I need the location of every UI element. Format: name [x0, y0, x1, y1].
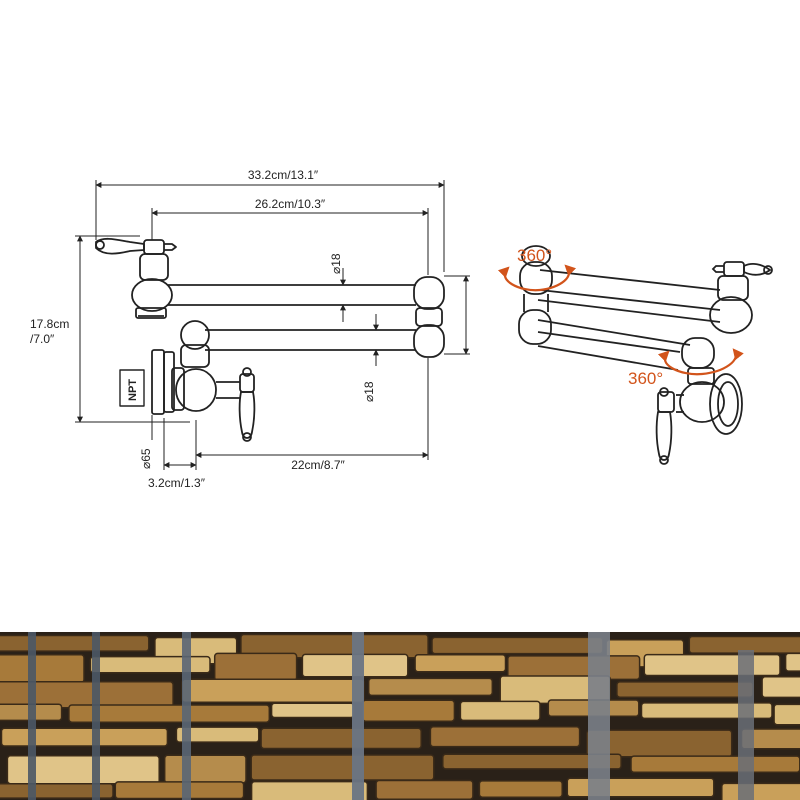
reach-label: 22cm/8.7″ — [291, 458, 345, 472]
wood-plank — [721, 782, 800, 800]
wood-plank — [0, 727, 169, 747]
top-rotation-arrow — [497, 264, 577, 292]
strap — [28, 632, 36, 800]
height-in-label: /7.0″ — [30, 332, 55, 346]
rotation-arrows — [497, 264, 744, 376]
pipe-diameter-top-label: ⌀18 — [329, 253, 343, 274]
wood-plank — [761, 676, 800, 699]
strap — [182, 632, 191, 800]
bottom-rotation-label: 360° — [628, 369, 663, 388]
wood-plank — [616, 681, 754, 698]
wood-plank — [260, 727, 422, 750]
wood-plank — [114, 781, 245, 800]
wood-plank — [181, 678, 365, 704]
strap — [92, 632, 100, 800]
height-cm-label: 17.8cm — [30, 317, 69, 331]
wood-plank — [375, 779, 474, 800]
wood-plank — [429, 725, 581, 748]
wood-plank — [213, 652, 298, 682]
flange-diameter-label: ⌀65 — [139, 448, 153, 469]
wood-plank — [270, 702, 355, 719]
wood-plank — [459, 700, 541, 722]
wood-plank — [630, 755, 800, 774]
flange-depth-label: 3.2cm/1.3″ — [148, 476, 206, 490]
wood-plank — [784, 652, 800, 672]
wall-valve — [151, 320, 256, 442]
dimension-lines — [75, 180, 470, 470]
arm-width-label: 26.2cm/10.3″ — [255, 197, 326, 211]
strap — [588, 632, 610, 800]
bottom-rotation-arrow — [657, 348, 744, 376]
wood-plank — [175, 726, 260, 743]
strap — [352, 632, 364, 800]
wood-plank — [773, 703, 800, 726]
overall-width-label: 33.2cm/13.1″ — [248, 168, 319, 182]
wood-plank — [0, 634, 150, 652]
wood-plank — [361, 699, 456, 722]
wood-plank — [414, 653, 507, 673]
wood-plank — [250, 754, 435, 781]
technical-drawing — [95, 237, 445, 442]
wood-plank — [643, 653, 781, 677]
pipe-diameter-bottom-label: ⌀18 — [362, 381, 376, 402]
elbow-joints — [413, 276, 445, 358]
strap — [738, 650, 754, 800]
wood-plank — [367, 677, 494, 697]
rotation-view — [518, 245, 773, 465]
wood-plank — [250, 780, 369, 800]
wood-stack-photo — [0, 632, 800, 800]
upper-arm-pipe — [168, 284, 416, 306]
wood-plank — [0, 653, 85, 684]
wood-plank — [68, 704, 271, 723]
spout-head — [95, 237, 177, 319]
lower-arm-pipe — [205, 329, 416, 351]
npt-label: NPT — [127, 379, 139, 401]
npt-box — [119, 369, 145, 407]
wood-plank — [163, 754, 247, 784]
top-rotation-label: 360° — [517, 246, 552, 265]
wood-plank — [89, 655, 211, 674]
wood-plank — [478, 780, 563, 798]
wood-plank — [442, 753, 622, 770]
wood-plank — [431, 636, 604, 655]
